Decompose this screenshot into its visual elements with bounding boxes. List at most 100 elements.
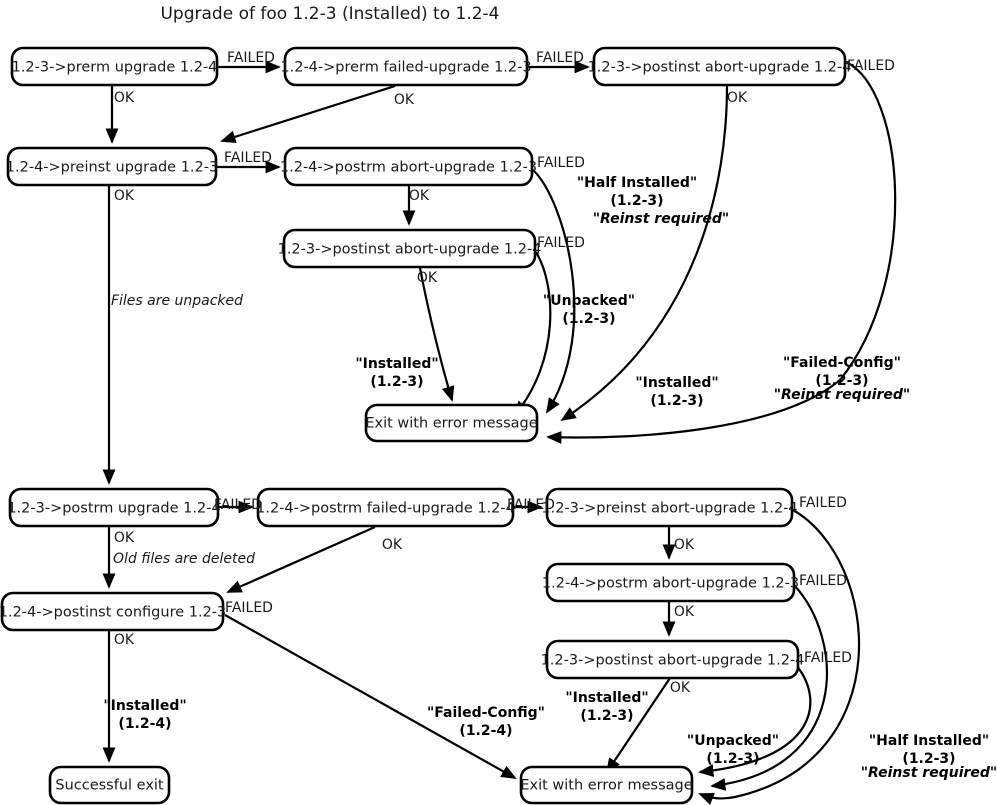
state-label-failed-config-upper: "Failed-Config" (1.2-3) "Reinst required… (774, 355, 910, 403)
nodes-group: 1.2-3->prerm upgrade 1.2-4 1.2-4->prerm … (0, 46, 852, 805)
edge-label-failed: FAILED (507, 497, 555, 513)
edge-label-ok: OK (417, 270, 438, 286)
edge-label-ok: OK (114, 188, 135, 204)
state-line-2: (1.2-4) (459, 723, 512, 739)
edge-labels-group: FAILED FAILED FAILED OK OK OK FAILED FAI… (114, 50, 895, 696)
state-label-unpacked-upper: "Unpacked" (1.2-3) (543, 293, 635, 327)
note-files-unpacked: Files are unpacked (111, 293, 243, 309)
node-label: 1.2-4->preinst upgrade 1.2-3 (6, 160, 218, 176)
page-title: Upgrade of foo 1.2-3 (Installed) to 1.2-… (160, 4, 499, 24)
state-label-installed-right: "Installed" (1.2-3) (635, 375, 718, 409)
notes-group: Files are unpacked Old files are deleted (111, 293, 255, 567)
edge-label-ok: OK (674, 537, 695, 553)
state-line-2: (1.2-3) (370, 374, 423, 390)
state-label-failed-config-lower: "Failed-Config" (1.2-4) (427, 705, 545, 739)
node-successful-exit[interactable]: Successful exit (48, 765, 171, 805)
edge-label-failed: FAILED (847, 58, 895, 74)
node-label: 1.2-3->postinst abort-upgrade 1.2-4 (541, 653, 805, 669)
state-label-half-installed-upper: "Half Installed" (1.2-3) "Reinst require… (577, 175, 729, 227)
edge-label-failed: FAILED (225, 600, 273, 616)
state-label-installed-lower: "Installed" (1.2-3) (565, 690, 648, 724)
edge-label-failed: FAILED (537, 155, 585, 171)
edge-postinstconf-exitlower-failed (224, 614, 517, 779)
node-label: 1.2-3->postrm upgrade 1.2-4 (7, 501, 220, 517)
state-line-2: (1.2-3) (562, 311, 615, 327)
node-postinst-abort-mid[interactable]: 1.2-3->postinst abort-upgrade 1.2-4 (278, 228, 542, 269)
node-postinst-abort-low[interactable]: 1.2-3->postinst abort-upgrade 1.2-4 (541, 639, 805, 680)
state-line-2: (1.2-3) (610, 193, 663, 209)
edge-postinstabortlow-exitlower-ok (605, 677, 671, 774)
edges-group (102, 60, 897, 805)
edge-postrmabortlow-exitlower-failed (710, 584, 828, 791)
edge-label-failed: FAILED (804, 650, 852, 666)
state-line-1: "Half Installed" (869, 733, 989, 749)
state-line-1: "Half Installed" (577, 175, 697, 191)
edge-label-ok: OK (670, 680, 691, 696)
node-postrm-abort-mid[interactable]: 1.2-4->postrm abort-upgrade 1.2-3 (280, 146, 537, 187)
node-postinst-abort-top[interactable]: 1.2-3->postinst abort-upgrade 1.2-4 (588, 46, 852, 87)
edge-label-ok: OK (394, 92, 415, 108)
state-line-1: "Failed-Config" (427, 705, 545, 721)
state-line-1: "Installed" (565, 690, 648, 706)
node-preinst-upgrade[interactable]: 1.2-4->preinst upgrade 1.2-3 (6, 146, 218, 187)
edge-label-ok: OK (382, 537, 403, 553)
node-label: Successful exit (55, 778, 164, 794)
edge-label-failed: FAILED (799, 495, 847, 511)
state-label-half-installed-lower: "Half Installed" (1.2-3) "Reinst require… (861, 733, 997, 781)
edge-label-ok: OK (114, 90, 135, 106)
node-preinst-abort[interactable]: 1.2-3->preinst abort-upgrade 1.2-4 (541, 487, 798, 528)
state-line-reinst: "Reinst required" (861, 765, 997, 781)
edge-postrmabortmid-exit-failed (532, 169, 576, 414)
note-old-files-deleted: Old files are deleted (113, 551, 255, 567)
node-label: Exit with error message (520, 778, 692, 794)
edge-label-failed: FAILED (227, 50, 275, 66)
node-label: Exit with error message (365, 416, 537, 432)
node-label: 1.2-4->postrm abort-upgrade 1.2-3 (280, 160, 537, 176)
node-exit-error-lower[interactable]: Exit with error message (519, 765, 694, 805)
state-line-1: "Unpacked" (543, 293, 635, 309)
state-label-unpacked-lower: "Unpacked" (1.2-3) (687, 733, 779, 767)
edge-postinstabortmid-exit-failed (513, 251, 552, 417)
state-line-1: "Unpacked" (687, 733, 779, 749)
node-label: 1.2-4->postrm failed-upgrade 1.2-4 (256, 501, 515, 517)
state-line-2: (1.2-3) (815, 373, 868, 389)
node-prerm-failed-upgrade[interactable]: 1.2-4->prerm failed-upgrade 1.2-3 (280, 46, 532, 87)
node-label: 1.2-3->prerm upgrade 1.2-4 (12, 60, 218, 76)
edge-postrmfail-postinstconf-ok (226, 525, 376, 594)
edge-label-failed: FAILED (799, 573, 847, 589)
edge-postinsttop-exit-ok (560, 85, 729, 422)
state-line-reinst: "Reinst required" (593, 211, 729, 227)
edge-label-failed: FAILED (224, 150, 272, 166)
state-labels-group: "Half Installed" (1.2-3) "Reinst require… (103, 175, 997, 781)
state-line-1: "Installed" (355, 356, 438, 372)
node-label: 1.2-4->postinst configure 1.2-3 (0, 605, 226, 621)
node-postrm-upgrade[interactable]: 1.2-3->postrm upgrade 1.2-4 (7, 487, 221, 528)
edge-postinstabortmid-exit-ok (418, 267, 455, 402)
node-prerm-upgrade[interactable]: 1.2-3->prerm upgrade 1.2-4 (10, 46, 219, 87)
node-label: 1.2-3->preinst abort-upgrade 1.2-4 (541, 501, 797, 517)
edge-postinstabortlow-exitlower-failed (698, 664, 812, 778)
node-label: 1.2-4->prerm failed-upgrade 1.2-3 (280, 60, 531, 76)
node-exit-error-upper[interactable]: Exit with error message (364, 403, 539, 443)
node-postrm-failed-upgrade[interactable]: 1.2-4->postrm failed-upgrade 1.2-4 (256, 487, 515, 528)
state-line-1: "Failed-Config" (783, 355, 901, 371)
edge-label-ok: OK (674, 604, 695, 620)
state-label-installed-124: "Installed" (1.2-4) (103, 698, 186, 732)
edge-label-ok: OK (114, 632, 135, 648)
edge-preinstabort-exitlower-failed (698, 509, 861, 805)
node-label: 1.2-3->postinst abort-upgrade 1.2-4 (588, 60, 852, 76)
state-line-reinst: "Reinst required" (774, 387, 910, 403)
edge-label-ok: OK (114, 530, 135, 546)
state-line-1: "Installed" (103, 698, 186, 714)
state-line-1: "Installed" (635, 375, 718, 391)
state-line-2: (1.2-3) (902, 751, 955, 767)
node-postrm-abort-low[interactable]: 1.2-4->postrm abort-upgrade 1.2-3 (542, 562, 799, 603)
state-line-2: (1.2-4) (118, 716, 171, 732)
edge-label-ok: OK (409, 188, 430, 204)
state-line-2: (1.2-3) (706, 751, 759, 767)
edge-label-ok: OK (727, 90, 748, 106)
node-postinst-configure[interactable]: 1.2-4->postinst configure 1.2-3 (0, 591, 226, 632)
state-label-installed-mid: "Installed" (1.2-3) (355, 356, 438, 390)
